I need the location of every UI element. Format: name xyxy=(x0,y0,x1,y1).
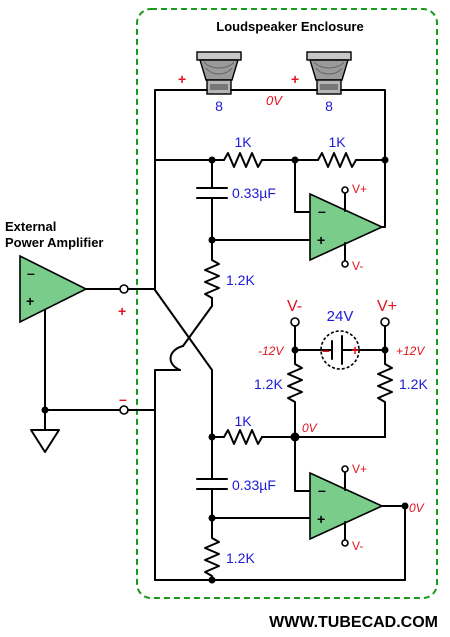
resistor-feedback-right-value: 1K xyxy=(328,134,346,150)
terminal-minus xyxy=(119,405,129,415)
opamp-upper-vplus: V+ xyxy=(352,182,367,196)
speaker-left-plus: + xyxy=(178,71,186,87)
resistor-divider-left-value: 1.2K xyxy=(254,376,283,392)
enclosure-border xyxy=(136,8,438,599)
speaker-right-impedance: 8 xyxy=(325,98,333,114)
output-label: 0V xyxy=(409,501,425,515)
speaker-right xyxy=(306,51,352,95)
supply-mid-label: 0V xyxy=(302,421,318,435)
terminal-plus xyxy=(119,284,129,294)
resistor-lower-input-value: 1K xyxy=(234,413,252,429)
ground-symbol xyxy=(30,429,60,453)
capacitor-lower-value: 0.33µF xyxy=(232,477,276,493)
enclosure-title: Loudspeaker Enclosure xyxy=(216,19,363,34)
opamp-lower-vminus: V- xyxy=(352,539,363,553)
speaker-left xyxy=(196,51,242,95)
battery-plus: + xyxy=(351,342,359,358)
amp-title-line2: Power Amplifier xyxy=(5,235,103,250)
supply-voltage: 24V xyxy=(327,308,354,325)
supply-neg-value: -12V xyxy=(258,344,284,358)
supply-pos-value: +12V xyxy=(396,344,425,358)
opamp-upper-vminus: V- xyxy=(352,259,363,273)
amp-minus: – xyxy=(27,265,35,281)
terminal-plus-label: + xyxy=(118,303,126,319)
opamp-lower-inv: – xyxy=(318,482,326,498)
capacitor-upper-value: 0.33µF xyxy=(232,185,276,201)
speaker-left-impedance: 8 xyxy=(215,98,223,114)
opamp-upper-inv: – xyxy=(318,203,326,219)
terminal-minus-label: – xyxy=(119,391,127,407)
amp-title-line1: External xyxy=(5,219,56,234)
supply-neg-rail: V- xyxy=(287,298,302,315)
opamp-upper-noninv: + xyxy=(317,232,325,248)
resistor-lower-ground-value: 1.2K xyxy=(226,550,255,566)
amp-plus: + xyxy=(26,293,34,309)
speaker-mid-label: 0V xyxy=(266,93,283,108)
resistor-divider-right-value: 1.2K xyxy=(399,376,428,392)
resistor-feedback-left-value: 1K xyxy=(234,134,252,150)
battery-minus: – xyxy=(322,342,330,358)
supply-pos-rail: V+ xyxy=(377,298,397,315)
speaker-right-plus: + xyxy=(291,71,299,87)
resistor-feedback-left-zigzag xyxy=(223,152,263,168)
external-power-amplifier xyxy=(19,254,88,324)
resistor-upper-ground-value: 1.2K xyxy=(226,272,255,288)
opamp-lower-vplus: V+ xyxy=(352,462,367,476)
opamp-lower-noninv: + xyxy=(317,511,325,527)
footer-website: WWW.TUBECAD.COM xyxy=(269,614,438,631)
